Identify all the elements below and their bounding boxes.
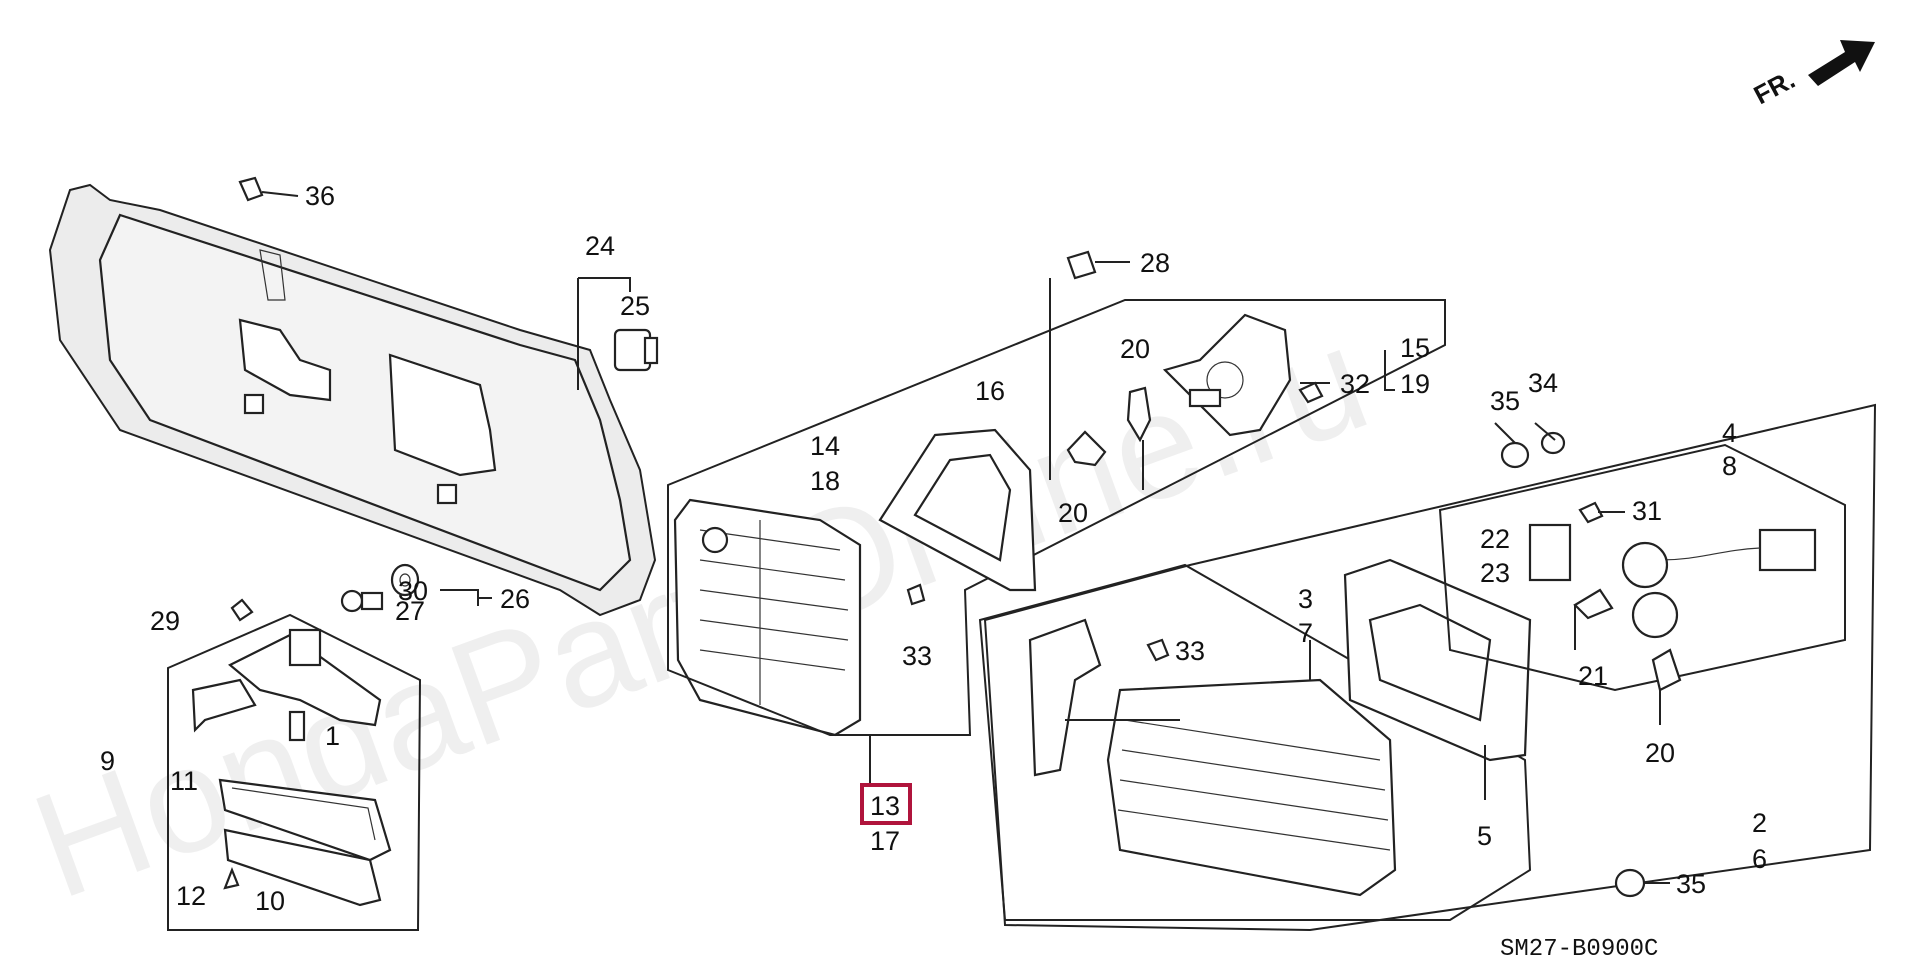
nut-35-lower (1614, 868, 1646, 898)
callout-4[interactable]: 4 (1722, 418, 1737, 448)
callout-27[interactable]: 27 (395, 596, 425, 626)
callout-32[interactable]: 32 (1340, 369, 1370, 399)
callout-17[interactable]: 17 (870, 826, 900, 856)
callout-24[interactable]: 24 (585, 231, 615, 261)
callout-23[interactable]: 23 (1480, 558, 1510, 588)
callout-20-right[interactable]: 20 (1645, 738, 1675, 768)
front-direction-indicator: FR. (1749, 40, 1875, 110)
callout-22[interactable]: 22 (1480, 524, 1510, 554)
group-2-bracket (983, 403, 1877, 932)
callout-14[interactable]: 14 (810, 431, 840, 461)
callout-29[interactable]: 29 (150, 606, 180, 636)
callout-11[interactable]: 11 (170, 766, 198, 796)
nut-34-part (1540, 431, 1566, 455)
diagram-code: SM27-B0900C (1500, 936, 1658, 959)
bulb-20-upper (1066, 386, 1152, 467)
callout-labels: 36 24 25 28 20 15 19 32 16 14 18 20 35 3… (100, 181, 1767, 916)
front-label: FR. (1749, 64, 1800, 110)
screw-27-part (340, 563, 420, 613)
callout-13[interactable]: 13 (870, 791, 900, 821)
screw-33-upper (1146, 638, 1170, 662)
callout-33-upper[interactable]: 33 (1175, 636, 1205, 666)
leader-lines (869, 261, 1670, 884)
clip-36-part (238, 176, 299, 202)
callout-6[interactable]: 6 (1752, 844, 1767, 874)
license-light-assembly (167, 613, 422, 931)
screw-32-part (1298, 381, 1324, 404)
callout-33-lower[interactable]: 33 (902, 641, 932, 671)
socket-15-part (1162, 313, 1292, 437)
callout-30[interactable]: 30 (398, 576, 428, 606)
callout-20-upper[interactable]: 20 (1120, 334, 1150, 364)
callout-3[interactable]: 3 (1298, 584, 1313, 614)
trunk-lining-panel (48, 183, 657, 617)
callout-34[interactable]: 34 (1528, 368, 1558, 398)
bulb-20-right (1573, 588, 1682, 692)
callout-26[interactable]: 26 (500, 584, 530, 614)
leader-24 (577, 277, 631, 390)
callout-28[interactable]: 28 (1140, 248, 1170, 278)
clip-25-part (613, 328, 659, 372)
callout-16[interactable]: 16 (975, 376, 1005, 406)
callout-31[interactable]: 31 (1632, 496, 1662, 526)
leader-26 (440, 589, 492, 606)
callout-13-selected[interactable]: 13 (860, 783, 912, 825)
callout-15[interactable]: 15 (1400, 333, 1430, 363)
callout-9[interactable]: 9 (100, 746, 115, 776)
callout-1[interactable]: 1 (325, 721, 340, 751)
callout-35-upper[interactable]: 35 (1490, 386, 1520, 416)
callout-12[interactable]: 12 (176, 881, 206, 911)
screw-33-lower (906, 583, 926, 606)
callout-25[interactable]: 25 (620, 291, 650, 321)
gasket-16-part (878, 428, 1037, 592)
callout-35-lower[interactable]: 35 (1676, 869, 1706, 899)
harness-4-part (1438, 443, 1846, 692)
clip-29-part (230, 598, 254, 622)
selection-frame (860, 783, 912, 825)
gasket-5-part (1343, 558, 1532, 762)
callout-10[interactable]: 10 (255, 886, 285, 916)
callout-7[interactable]: 7 (1298, 618, 1313, 648)
callout-5[interactable]: 5 (1477, 821, 1492, 851)
nut-35-upper (1500, 441, 1530, 469)
clip-28-part (1066, 250, 1097, 280)
callout-8[interactable]: 8 (1722, 451, 1737, 481)
screw-31-part (1578, 501, 1604, 524)
callout-19[interactable]: 19 (1400, 369, 1430, 399)
outer-tail-lamp-part (978, 563, 1532, 921)
front-arrow-icon (1808, 40, 1875, 86)
callout-21[interactable]: 21 (1578, 661, 1608, 691)
inner-lamp-part (673, 498, 862, 737)
callout-20-mid[interactable]: 20 (1058, 498, 1088, 528)
callout-2[interactable]: 2 (1752, 808, 1767, 838)
callout-36[interactable]: 36 (305, 181, 335, 211)
group-13-bracket (667, 299, 1446, 736)
callout-18[interactable]: 18 (810, 466, 840, 496)
